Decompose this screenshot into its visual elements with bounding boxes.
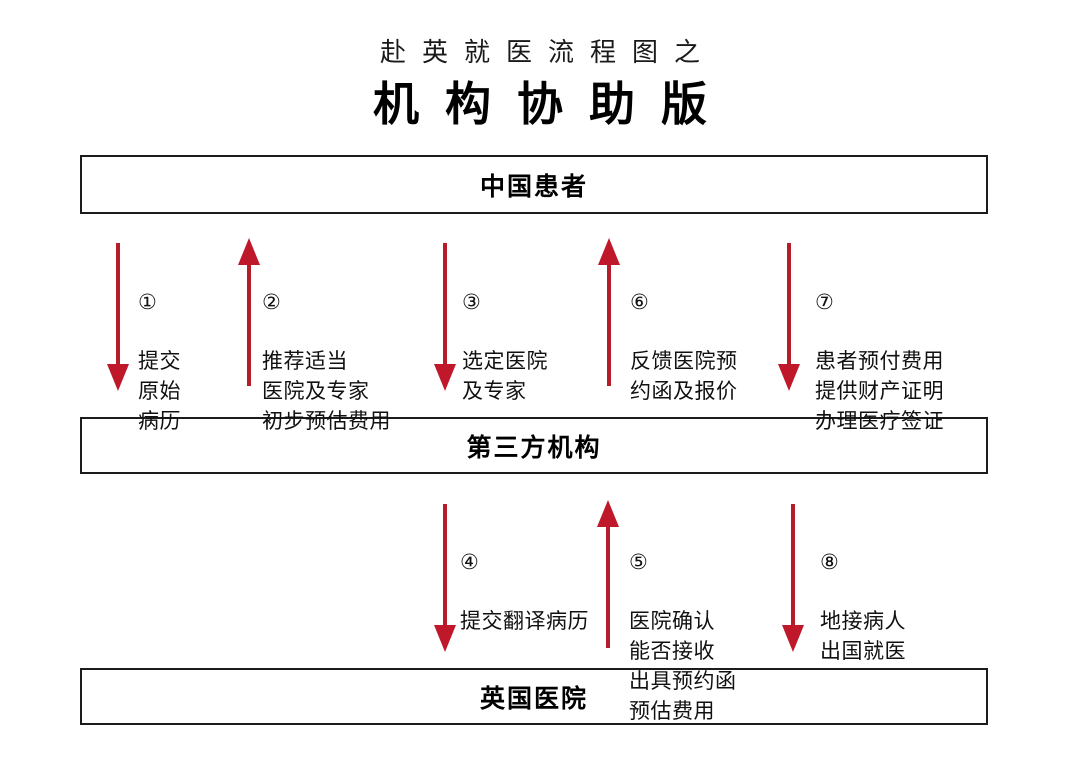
step-text-4: 提交翻译病历 (460, 610, 589, 633)
arrow-step-3 (434, 243, 456, 391)
arrow-head-down-icon (782, 625, 804, 652)
stage-box-patient: 中国患者 (80, 155, 988, 214)
step-text-3: 选定医院 及专家 (462, 350, 548, 403)
arrow-head-up-icon (598, 238, 620, 265)
arrow-step-7 (778, 243, 800, 391)
arrow-shaft (443, 504, 447, 632)
arrow-shaft (607, 258, 611, 386)
step-text-2: 推荐适当 医院及专家 初步预估费用 (262, 350, 391, 433)
step-text-5: 医院确认 能否接收 出具预约函 预估费用 (629, 610, 737, 723)
step-label-2: ② 推荐适当 医院及专家 初步预估费用 (262, 259, 391, 467)
diagram-title: 赴英就医流程图之 机构协助版 (0, 32, 1080, 134)
step-number-6: ⑥ (630, 291, 650, 314)
arrow-step-6 (598, 238, 620, 386)
title-subtitle: 赴英就医流程图之 (379, 37, 716, 67)
step-number-5: ⑤ (629, 551, 649, 574)
title-main: 机构协助版 (373, 78, 733, 130)
arrow-head-down-icon (434, 364, 456, 391)
stage-box-agency: 第三方机构 (80, 417, 988, 474)
arrow-head-down-icon (107, 364, 129, 391)
step-number-7: ⑦ (815, 291, 835, 314)
stage-label-patient: 中国患者 (479, 172, 588, 201)
arrow-shaft (443, 243, 447, 371)
arrow-step-5 (597, 500, 619, 648)
step-label-6: ⑥ 反馈医院预 约函及报价 (630, 259, 738, 437)
arrow-shaft (116, 243, 120, 371)
step-label-3: ③ 选定医院 及专家 (462, 259, 548, 437)
arrow-step-4 (434, 504, 456, 652)
step-number-1: ① (138, 291, 158, 314)
step-number-4: ④ (460, 551, 480, 574)
stage-label-hospital: 英国医院 (479, 684, 588, 713)
step-label-4: ④ 提交翻译病历 (460, 519, 589, 667)
step-text-8: 地接病人 出国就医 (820, 610, 906, 663)
arrow-head-down-icon (778, 364, 800, 391)
step-number-2: ② (262, 291, 282, 314)
stage-label-agency: 第三方机构 (466, 433, 602, 462)
step-label-8: ⑧ 地接病人 出国就医 (820, 519, 906, 697)
step-text-7: 患者预付费用 提供财产证明 办理医疗签证 (815, 350, 944, 433)
arrow-shaft (791, 504, 795, 632)
arrow-head-down-icon (434, 625, 456, 652)
step-label-7: ⑦ 患者预付费用 提供财产证明 办理医疗签证 (815, 259, 944, 467)
arrow-shaft (247, 258, 251, 386)
arrow-shaft (606, 520, 610, 648)
step-label-1: ① 提交 原始 病历 (138, 259, 181, 467)
step-text-6: 反馈医院预 约函及报价 (630, 350, 738, 403)
arrow-step-2 (238, 238, 260, 386)
step-number-3: ③ (462, 291, 482, 314)
arrow-shaft (787, 243, 791, 371)
step-text-1: 提交 原始 病历 (138, 350, 181, 433)
step-number-8: ⑧ (820, 551, 840, 574)
stage-box-hospital: 英国医院 (80, 668, 988, 725)
arrow-head-up-icon (597, 500, 619, 527)
step-label-5: ⑤ 医院确认 能否接收 出具预约函 预估费用 (629, 519, 737, 757)
arrow-step-8 (782, 504, 804, 652)
arrow-step-1 (107, 243, 129, 391)
arrow-head-up-icon (238, 238, 260, 265)
